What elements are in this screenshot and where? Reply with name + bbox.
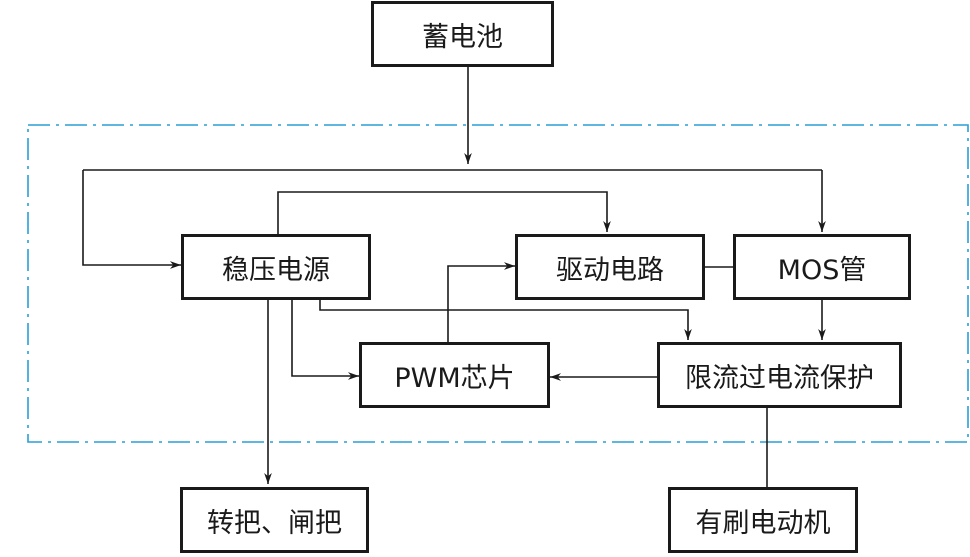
regulator-block: 稳压电源: [181, 234, 371, 300]
line-pwm-to-driver: [447, 262, 515, 342]
current-protection-block: 限流过电流保护: [657, 342, 902, 408]
current-protection-label: 限流过电流保护: [685, 362, 874, 394]
battery-block: 蓄电池: [371, 1, 554, 67]
brushed-motor-block: 有刷电动机: [668, 487, 858, 553]
regulator-label: 稳压电源: [222, 254, 330, 286]
throttle-brake-label: 转把、闸把: [207, 507, 342, 539]
driver-circuit-block: 驱动电路: [515, 234, 705, 300]
line-bus-to-regulator: [82, 170, 181, 269]
brushed-motor-label: 有刷电动机: [695, 507, 831, 539]
throttle-brake-block: 转把、闸把: [180, 487, 369, 553]
pwm-chip-block: PWM芯片: [359, 342, 550, 408]
mos-label: MOS管: [777, 254, 867, 286]
battery-label: 蓄电池: [422, 21, 503, 53]
mos-block: MOS管: [733, 234, 911, 300]
line-regulator-to-pwm: [291, 300, 359, 380]
driver-circuit-label: 驱动电路: [556, 254, 664, 286]
line-regulator-to-protection: [319, 300, 692, 340]
pwm-chip-label: PWM芯片: [394, 362, 515, 394]
line-regulator-to-driver: [277, 191, 611, 234]
